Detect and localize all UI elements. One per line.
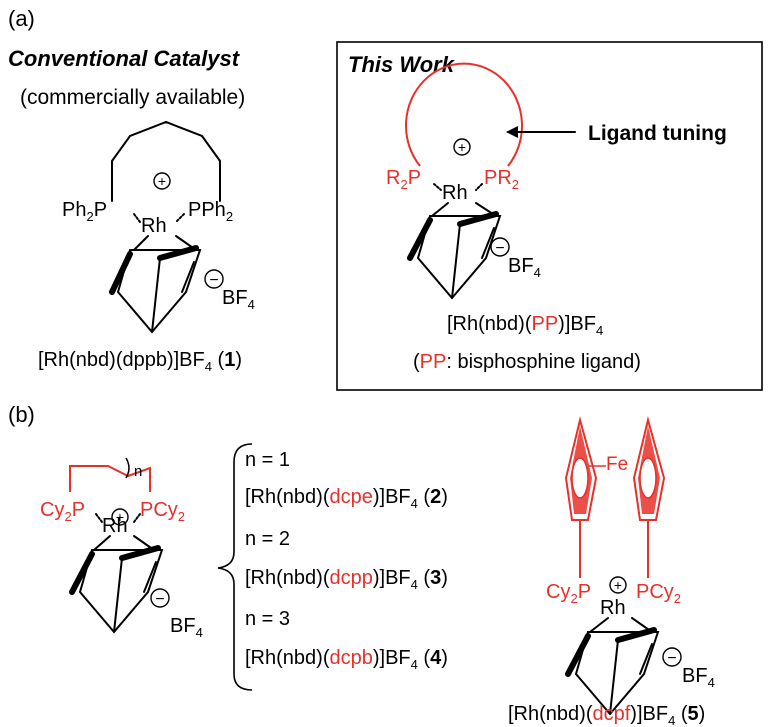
complex-n-structure: n Cy2P PCy2 Rh + − BF4 (40, 457, 203, 640)
list-item-3: [Rh(nbd)(dcpp)]BF4 (3) (245, 567, 448, 592)
caption-pp-note: (PP: bisphosphine ligand) (413, 351, 641, 373)
panel-b-label: (b) (8, 402, 35, 427)
svg-text:+: + (458, 139, 466, 155)
conventional-title: Conventional Catalyst (8, 46, 241, 71)
svg-text:−: − (495, 240, 504, 257)
pcy2-label-fc: PCy2 (636, 581, 681, 606)
rh-label-4: Rh (600, 597, 626, 619)
this-work-title: This Work (348, 52, 456, 77)
general-complex-structure: Ligand tuning R2P PR2 Rh + − BF4 (386, 62, 727, 300)
svg-text:−: − (667, 650, 676, 667)
list-item-4: [Rh(nbd)(dcpb)]BF4 (4) (245, 647, 448, 672)
n-subscript: n (134, 463, 142, 480)
alkyl-bridge (69, 465, 151, 492)
panel-a-label: (a) (8, 6, 35, 31)
list-item-2: [Rh(nbd)(dcpe)]BF4 (2) (245, 486, 448, 511)
svg-text:−: − (209, 272, 218, 289)
dppb-chain (111, 120, 221, 202)
svg-text:+: + (158, 173, 166, 189)
svg-text:+: + (116, 509, 124, 525)
caption-5: [Rh(nbd)(dcpf)]BF4 (5) (508, 703, 705, 727)
cy2p-label: Cy2P (40, 499, 85, 524)
r2p-label: R2P (386, 167, 421, 192)
bf4-counter-3: BF4 (170, 615, 203, 640)
svg-text:+: + (614, 577, 622, 593)
rh-label-3: Rh (102, 515, 128, 537)
bf4-counter: BF4 (222, 287, 255, 312)
bf4-counter-2: BF4 (508, 255, 541, 280)
bf4-counter-4: BF4 (682, 665, 715, 690)
pr2-label: PR2 (484, 167, 519, 192)
conventional-subtitle: (commercially available) (20, 86, 245, 109)
list-item-n3: n = 3 (245, 608, 290, 630)
curly-brace (217, 443, 253, 691)
complex-1-structure: Ph2P PPh2 Rh + − BF4 (62, 120, 255, 334)
complex-list: n = 1 [Rh(nbd)(dcpe)]BF4 (2) n = 2 [Rh(n… (245, 449, 448, 672)
complex-5-structure: Fe Cy2P PCy2 Rh + − BF4 (546, 416, 715, 716)
ligand-backbone-arc (405, 62, 523, 167)
plus-charge (153, 172, 171, 190)
pph2-label: PPh2 (188, 199, 233, 224)
rh-label-2: Rh (442, 182, 468, 204)
list-item-n1: n = 1 (245, 449, 290, 471)
minus-charge (204, 269, 224, 289)
ph2p-label: Ph2P (62, 199, 107, 224)
this-work-box (336, 41, 763, 391)
cy2p-label-fc: Cy2P (546, 581, 591, 606)
caption-general: [Rh(nbd)(PP)]BF4 (447, 313, 603, 338)
fe-label: Fe (606, 454, 628, 475)
ligand-tuning-label: Ligand tuning (588, 122, 727, 145)
pcy2-label: PCy2 (140, 499, 185, 524)
list-item-n2: n = 2 (245, 528, 290, 550)
rh-label: Rh (141, 215, 167, 237)
caption-1: [Rh(nbd)(dppb)]BF4 (1) (38, 349, 242, 374)
svg-text:−: − (155, 591, 164, 608)
